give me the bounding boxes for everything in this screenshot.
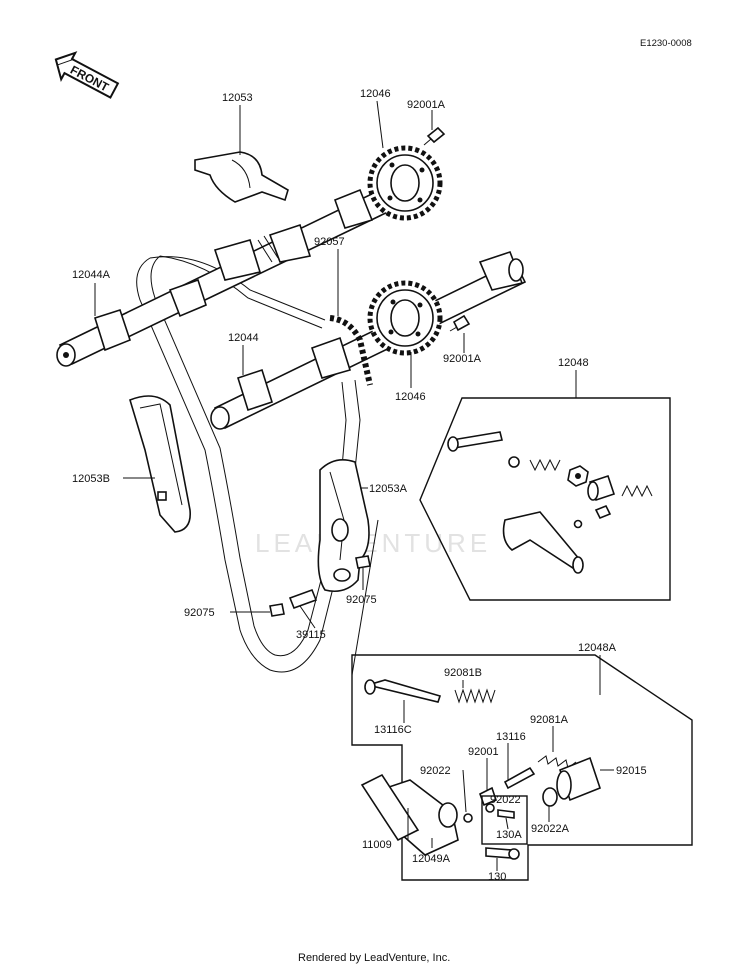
- part-labels: 12053 12046 92001A 12044A 92057 12044 92…: [72, 88, 647, 883]
- footer-credit: Rendered by LeadVenture, Inc.: [298, 952, 450, 964]
- part-label: 92022A: [531, 823, 570, 835]
- part-label: 92075: [184, 607, 215, 619]
- part-label: 92081A: [530, 714, 569, 726]
- diagram-ref-code: E1230-0008: [640, 38, 692, 49]
- part-label: 130A: [496, 829, 522, 841]
- front-arrow-icon: FRONT: [54, 51, 120, 99]
- part-label: 39115: [296, 629, 326, 641]
- part-label: 92081B: [444, 667, 482, 679]
- part-label: 12048: [558, 357, 589, 369]
- chain-links-92057: [329, 315, 373, 386]
- bolt-92001a-lower: [449, 314, 471, 332]
- timing-chain: [136, 255, 361, 673]
- part-label: 92057: [314, 236, 345, 248]
- chain-guide-12053b: [129, 395, 192, 533]
- assembly-box-12048: [419, 397, 671, 601]
- part-label: 12053B: [72, 473, 110, 485]
- part-label: 92001A: [407, 99, 446, 111]
- cam-cap-12053: [194, 151, 289, 203]
- part-label: 11009: [362, 839, 392, 851]
- damper-92075-a: [269, 603, 285, 617]
- guide-39115: [288, 588, 318, 610]
- part-label: 92001A: [443, 353, 482, 365]
- part-label: 12044: [228, 332, 259, 344]
- part-label: 92075: [346, 594, 377, 606]
- camshaft-12044a: [56, 188, 394, 367]
- part-label: 130: [488, 871, 506, 883]
- damper-92075-b: [355, 555, 371, 569]
- part-label: 13116: [496, 731, 526, 743]
- assembly-box-12048a: [351, 654, 693, 881]
- watermark-text: LEADVENTURE: [255, 528, 491, 558]
- bolt-92001a-upper: [423, 126, 446, 146]
- sprocket-12046-lower: [367, 280, 443, 356]
- part-label: 13116C: [374, 724, 412, 736]
- part-label: 92022: [490, 794, 521, 806]
- part-label: 12048A: [578, 642, 617, 654]
- leader-lines: [94, 100, 614, 871]
- part-label: 12053A: [369, 483, 408, 495]
- part-label: 92015: [616, 765, 647, 777]
- part-label: 92022: [420, 765, 451, 777]
- chain-guide-12053a: [317, 459, 370, 593]
- part-label: 12046: [395, 391, 426, 403]
- part-label: 12049A: [412, 853, 451, 865]
- watermark: LEADVENTURE: [255, 528, 491, 558]
- part-label: 92001: [468, 746, 499, 758]
- part-label: 12053: [222, 92, 253, 104]
- part-label: 12046: [360, 88, 391, 100]
- sprocket-12046-upper: [367, 145, 443, 221]
- camshaft-12044: [210, 250, 527, 430]
- part-label: 12044A: [72, 269, 111, 281]
